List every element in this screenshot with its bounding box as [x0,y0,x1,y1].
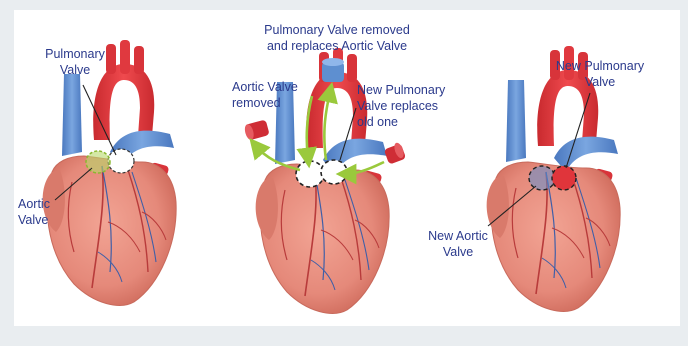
new-pulmonary-replaces-label: New Pulmonary Valve replaces old one [357,82,467,130]
new-pulmonary-valve-marker [552,166,576,190]
new-pulmonary-valve-label: New Pulmonary Valve [545,58,655,90]
aortic-valve-label: Aortic Valve [18,196,78,228]
arrow-pulmonary-up [324,92,330,160]
open-aortic-site [296,161,324,187]
pulmonary-replaces-aortic-label: Pulmonary Valve removed and replaces Aor… [252,22,422,54]
open-pulmonary-site [321,160,347,184]
new-aortic-valve-marker [529,166,555,190]
aortic-valve-removed-label: Aortic Valve removed [232,79,322,111]
pulmonary-valve-marker [108,149,134,173]
new-aortic-valve-label: New Aortic Valve [418,228,498,260]
heart-illustration-1 [43,40,177,305]
pulmonary-valve-cylinder [322,58,344,82]
pulmonary-valve-label: Pulmonary Valve [40,46,110,78]
pulmonary-side-cylinder [384,142,406,165]
aortic-valve-cylinder [243,119,269,140]
